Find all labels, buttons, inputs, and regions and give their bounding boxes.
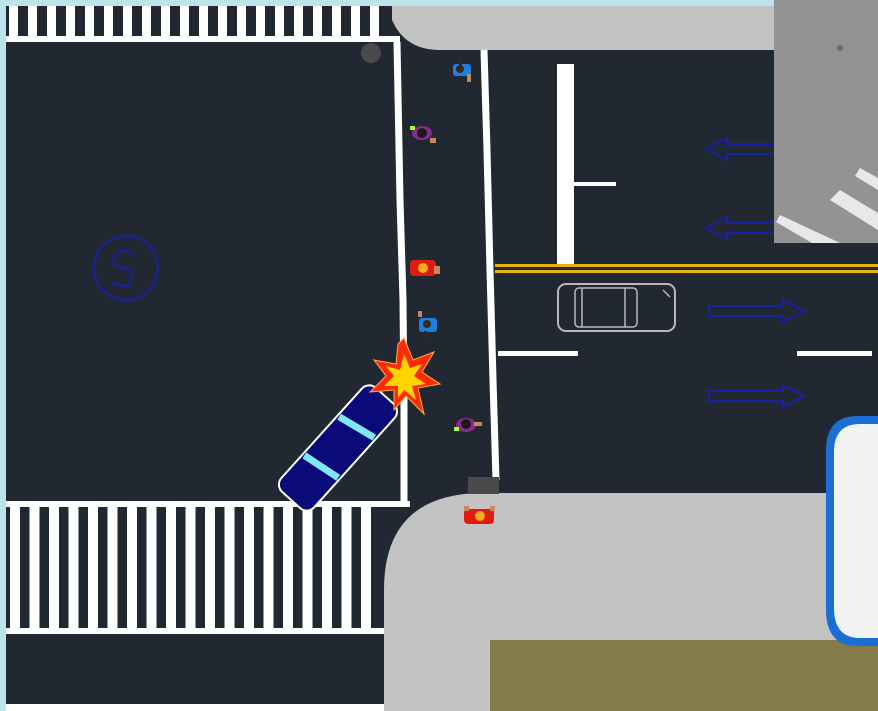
crosswalk-stripe (263, 507, 274, 628)
crosswalk-stripe (224, 507, 235, 628)
grass-strip (490, 640, 878, 711)
lane-divider-vertical (557, 64, 574, 264)
lane-direction-arrow-icon (708, 383, 807, 409)
crosswalk-stripe (341, 507, 352, 628)
ped-lane-line-west (393, 41, 408, 501)
crosswalk-west-bottom-line (6, 628, 384, 634)
lane-dash-1 (498, 351, 578, 356)
pedestrian (410, 126, 436, 143)
pedestrian (418, 311, 437, 339)
crosswalk-stripe (313, 6, 322, 36)
crosswalk-stripe (294, 6, 303, 36)
crosswalk-stripe (185, 507, 196, 628)
crosswalk-stripe (351, 6, 360, 36)
crosswalk-stripe (370, 6, 379, 36)
s-circle-icon (93, 235, 159, 301)
crosswalk-stripe (127, 507, 137, 628)
crosswalk-stripe (104, 6, 113, 36)
crosswalk-stripe (218, 6, 227, 36)
southwest-edge-line (6, 704, 384, 711)
crosswalk-stripe (146, 507, 157, 628)
crosswalk-stripe (10, 507, 20, 628)
crosswalk-stripe (361, 507, 371, 628)
crosswalk-stripe (180, 6, 189, 36)
crosswalk-stripe (275, 6, 284, 36)
center-line-yellow-lower (495, 270, 878, 273)
crosswalk-stripe (199, 6, 208, 36)
pedestrian (454, 418, 482, 432)
crosswalk-stripe (205, 507, 215, 628)
crosswalk-stripe (302, 507, 313, 628)
sidewalk-northeast (392, 6, 878, 50)
lane-stub-marking (574, 182, 616, 186)
traffic-island (826, 416, 878, 646)
striking-vehicle (277, 384, 399, 512)
crosswalk-stripe (88, 507, 98, 628)
crosswalk-stripe (237, 6, 246, 36)
crosswalk-stripe (66, 6, 75, 36)
collision-burst-icon (368, 337, 442, 416)
lane-direction-arrow-icon (708, 298, 807, 324)
curb-drain (468, 477, 499, 494)
crosswalk-stripe (47, 6, 56, 36)
crosswalk-stripe (142, 6, 151, 36)
crosswalk-stripe (256, 6, 265, 36)
lane-dash-2 (797, 351, 872, 356)
crosswalk-north-bottom-line (6, 36, 400, 42)
crosswalk-stripe (28, 6, 37, 36)
crosswalk-stripe (123, 6, 132, 36)
crosswalk-stripe (49, 507, 59, 628)
crosswalk-stripe (332, 6, 341, 36)
crosswalk-stripe (244, 507, 254, 628)
west-bottom-border (6, 501, 410, 507)
manhole-cover (361, 43, 381, 63)
crosswalk-west (10, 507, 371, 628)
ped-lane-line-east (480, 49, 500, 481)
crosswalk-stripe (29, 507, 40, 628)
photo-inset (774, 0, 878, 243)
center-line-yellow-upper (495, 264, 878, 267)
crosswalk-stripe (166, 507, 176, 628)
crosswalk-stripe (107, 507, 118, 628)
crosswalk-stripe (283, 507, 293, 628)
crosswalk-stripe (161, 6, 170, 36)
crosswalk-stripe (9, 6, 18, 36)
crosswalk-stripe (322, 507, 332, 628)
pedestrian (410, 260, 440, 276)
other-vehicle (557, 283, 676, 332)
crosswalk-stripe (85, 6, 94, 36)
crosswalk-north (9, 6, 379, 36)
pedestrian (453, 56, 471, 82)
crosswalk-stripe (68, 507, 79, 628)
pedestrian (464, 506, 495, 524)
